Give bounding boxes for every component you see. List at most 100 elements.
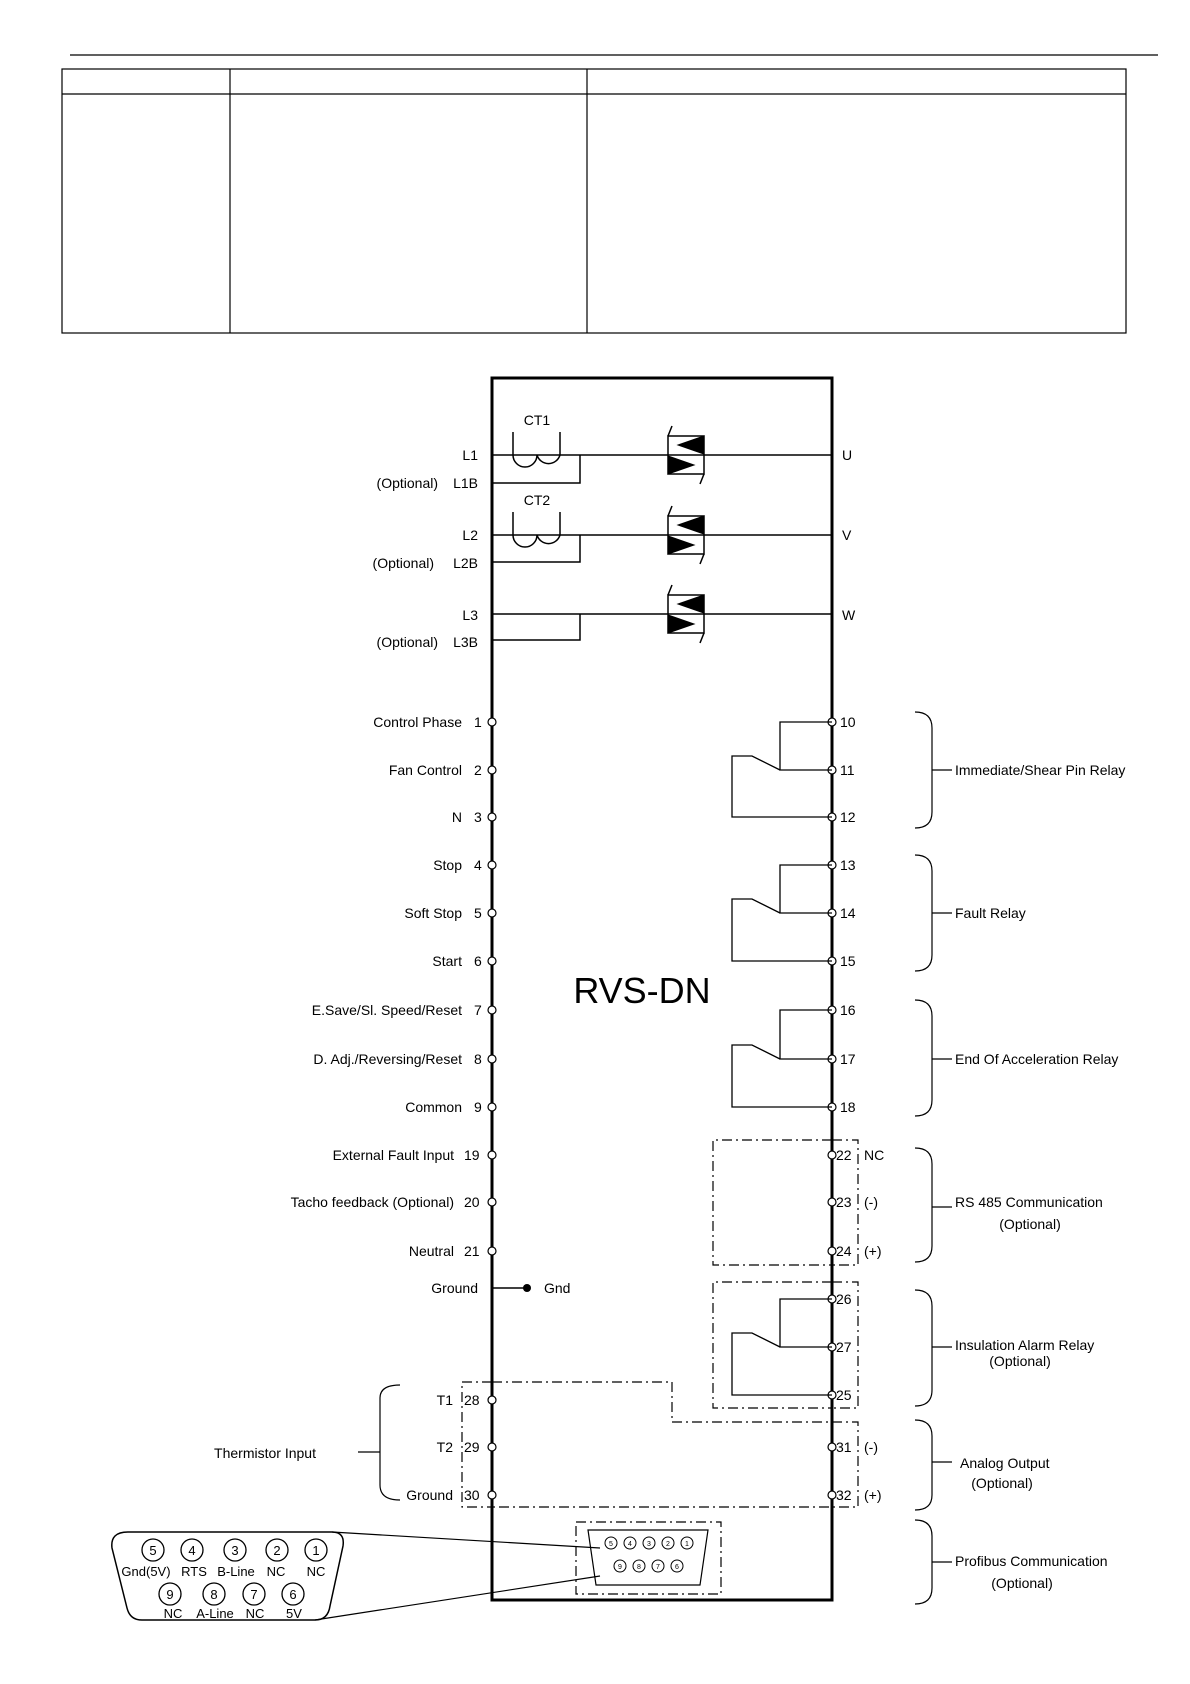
dsub-pin-num: 2 <box>273 1543 280 1558</box>
right-terminal-num: 27 <box>836 1339 852 1355</box>
group-label: Analog Output <box>960 1455 1050 1471</box>
mini-pin: 3 <box>647 1541 651 1548</box>
dsub-pin-label: 5V <box>286 1606 302 1621</box>
mini-pin: 9 <box>618 1564 622 1571</box>
left-terminal-label: Tacho feedback (Optional) <box>291 1194 454 1210</box>
gnd-label: Gnd <box>544 1280 570 1296</box>
relay-contacts <box>731 721 832 1396</box>
mini-pin: 1 <box>685 1541 689 1548</box>
dsub-pin-num: 9 <box>166 1587 173 1602</box>
dsub-pin-num: 1 <box>312 1543 319 1558</box>
left-terminal-num: 20 <box>464 1194 480 1210</box>
left-terminal-num: 3 <box>474 809 482 825</box>
mini-pin: 4 <box>628 1541 632 1548</box>
ground-label: Ground <box>431 1280 478 1296</box>
right-terminal-num: 16 <box>840 1002 856 1018</box>
group-label: RS 485 Communication <box>955 1194 1103 1210</box>
mini-dsub-connector: 5 4 3 2 1 9 8 7 6 <box>587 1529 709 1586</box>
right-terminal-num: 26 <box>836 1291 852 1307</box>
l2b-label: L2B <box>453 555 478 571</box>
mini-pin: 5 <box>609 1541 613 1548</box>
right-terminal-suffix: (-) <box>864 1439 878 1455</box>
group-label: Immediate/Shear Pin Relay <box>955 762 1125 778</box>
thermistor-group: Thermistor Input T1 28 T2 29 Ground 30 <box>214 1384 480 1503</box>
right-terminal-num: 32 <box>836 1487 852 1503</box>
left-terminal-num: 19 <box>464 1147 480 1163</box>
l2-label: L2 <box>462 527 478 543</box>
mini-pin: 7 <box>656 1564 660 1571</box>
right-terminal-num: 15 <box>840 953 856 969</box>
empty-table <box>61 68 1127 334</box>
left-terminal-label: Common <box>405 1099 462 1115</box>
dsub-pin-num: 7 <box>250 1587 257 1602</box>
optional-l3b: (Optional) <box>377 634 438 650</box>
left-terminal-label: Stop <box>433 857 462 873</box>
l1-label: L1 <box>462 447 478 463</box>
dsub-pinout: 5 4 3 2 1 Gnd(5V) RTS B-Line NC NC 9 8 7… <box>111 1531 601 1621</box>
dsub-pin-label: NC <box>164 1606 183 1621</box>
optional-l2b: (Optional) <box>373 555 434 571</box>
left-terminals: Control Phase 1 Fan Control 2 N 3 Stop 4… <box>291 714 482 1259</box>
group-label: Fault Relay <box>955 905 1026 921</box>
left-terminal-num: 4 <box>474 857 482 873</box>
right-terminal-suffix: (+) <box>864 1487 882 1503</box>
right-terminal-num: 11 <box>840 762 855 778</box>
l3-label: L3 <box>462 607 478 623</box>
dsub-pin-label: NC <box>307 1564 326 1579</box>
dsub-pin-num: 6 <box>289 1587 296 1602</box>
right-terminals: 10 11 12 13 14 15 16 17 18 22 NC 23 (-) … <box>836 714 884 1503</box>
group-label: Insulation Alarm Relay <box>955 1337 1094 1353</box>
right-terminal-num: 17 <box>840 1051 856 1067</box>
group-sub: (Optional) <box>991 1575 1052 1591</box>
left-terminal-label: Fan Control <box>389 762 462 778</box>
ct2-label: CT2 <box>524 492 551 508</box>
dsub-pin-num: 8 <box>210 1587 217 1602</box>
thermistor-terminal-label: T2 <box>437 1439 454 1455</box>
right-terminal-suffix: (+) <box>864 1243 882 1259</box>
u-label: U <box>842 447 852 463</box>
right-terminal-num: 10 <box>840 714 856 730</box>
group-labels: Immediate/Shear Pin Relay Fault Relay En… <box>955 762 1125 1591</box>
device-name: RVS-DN <box>573 970 710 1011</box>
unit-box <box>490 376 834 1602</box>
thermistor-title: Thermistor Input <box>214 1445 316 1461</box>
l1b-label: L1B <box>453 475 478 491</box>
left-terminal-label: D. Adj./Reversing/Reset <box>313 1051 462 1067</box>
dsub-pin-label: B-Line <box>217 1564 255 1579</box>
left-terminal-num: 21 <box>464 1243 480 1259</box>
left-terminal-label: Neutral <box>409 1243 454 1259</box>
right-terminal-num: 18 <box>840 1099 856 1115</box>
mini-pin: 6 <box>675 1564 679 1571</box>
thermistor-terminal-label: Ground <box>406 1487 453 1503</box>
dsub-pin-num: 4 <box>188 1543 195 1558</box>
ct1-label: CT1 <box>524 412 551 428</box>
left-terminal-num: 8 <box>474 1051 482 1067</box>
right-terminal-suffix: (-) <box>864 1194 878 1210</box>
mini-pin: 2 <box>666 1541 670 1548</box>
left-terminal-label: N <box>452 809 462 825</box>
group-sub: (Optional) <box>999 1216 1060 1232</box>
left-terminal-label: External Fault Input <box>333 1147 455 1163</box>
left-terminal-label: Soft Stop <box>404 905 462 921</box>
group-brackets <box>914 711 952 1605</box>
right-terminal-num: 25 <box>836 1387 852 1403</box>
thermistor-terminal-num: 28 <box>464 1392 480 1408</box>
dsub-pin-label: A-Line <box>196 1606 234 1621</box>
left-terminal-screws <box>487 717 497 1500</box>
group-sub: (Optional) <box>971 1475 1032 1491</box>
right-terminal-num: 14 <box>840 905 856 921</box>
left-terminal-label: Control Phase <box>373 714 462 730</box>
dsub-pin-label: RTS <box>181 1564 207 1579</box>
group-sub: (Optional) <box>989 1353 1050 1369</box>
left-terminal-num: 6 <box>474 953 482 969</box>
left-terminal-num: 1 <box>474 714 482 730</box>
mini-pin: 8 <box>637 1564 641 1571</box>
left-terminal-num: 5 <box>474 905 482 921</box>
dsub-pin-label: NC <box>267 1564 286 1579</box>
left-terminal-label: Start <box>432 953 462 969</box>
v-label: V <box>842 527 852 543</box>
right-terminal-num: 24 <box>836 1243 852 1259</box>
right-terminal-suffix: NC <box>864 1147 884 1163</box>
group-label: End Of Acceleration Relay <box>955 1051 1118 1067</box>
group-label: Profibus Communication <box>955 1553 1108 1569</box>
